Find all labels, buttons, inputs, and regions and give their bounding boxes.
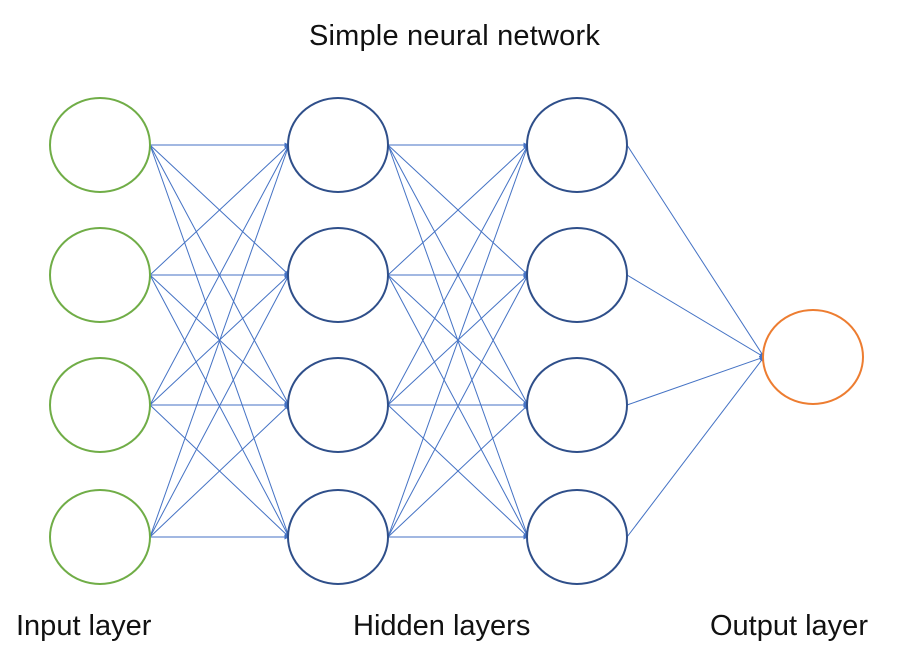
input-node-4 [49,489,151,585]
edge-hidden-2-4-to-output-1 [626,356,765,538]
edge-hidden-1-3-to-hidden-2-1 [387,144,529,406]
edges-group [149,142,765,540]
edge-input-4-to-hidden-1-2 [149,274,290,538]
edge-input-4-to-hidden-1-1 [149,144,290,538]
output-node-1 [762,309,864,405]
edge-hidden-1-4-to-hidden-2-1 [387,144,529,538]
edge-hidden-1-2-to-hidden-2-1 [387,144,529,276]
hidden-2-node-2 [526,227,628,323]
hidden-2-node-4 [526,489,628,585]
edge-hidden-2-2-to-output-1 [626,274,765,358]
edge-hidden-2-3-to-output-1 [626,356,765,406]
diagram-title: Simple neural network [308,20,601,52]
edge-input-3-to-hidden-1-1 [149,144,290,406]
edge-hidden-1-4-to-hidden-2-2 [387,274,529,538]
hidden-1-node-3 [287,357,389,453]
output-layer-label: Output layer [710,610,868,642]
hidden-1-node-4 [287,489,389,585]
hidden-2-node-1 [526,97,628,193]
hidden-1-node-2 [287,227,389,323]
edge-input-4-to-hidden-1-3 [149,404,290,538]
input-layer-label: Input layer [16,610,152,642]
edge-hidden-2-1-to-output-1 [626,144,765,358]
edge-input-2-to-hidden-1-1 [149,144,290,276]
input-node-1 [49,97,151,193]
hidden-layers-label: Hidden layers [353,610,531,642]
nodes-group [49,97,864,585]
edge-hidden-1-4-to-hidden-2-3 [387,404,529,538]
hidden-1-node-1 [287,97,389,193]
input-node-2 [49,227,151,323]
input-node-3 [49,357,151,453]
hidden-2-node-3 [526,357,628,453]
